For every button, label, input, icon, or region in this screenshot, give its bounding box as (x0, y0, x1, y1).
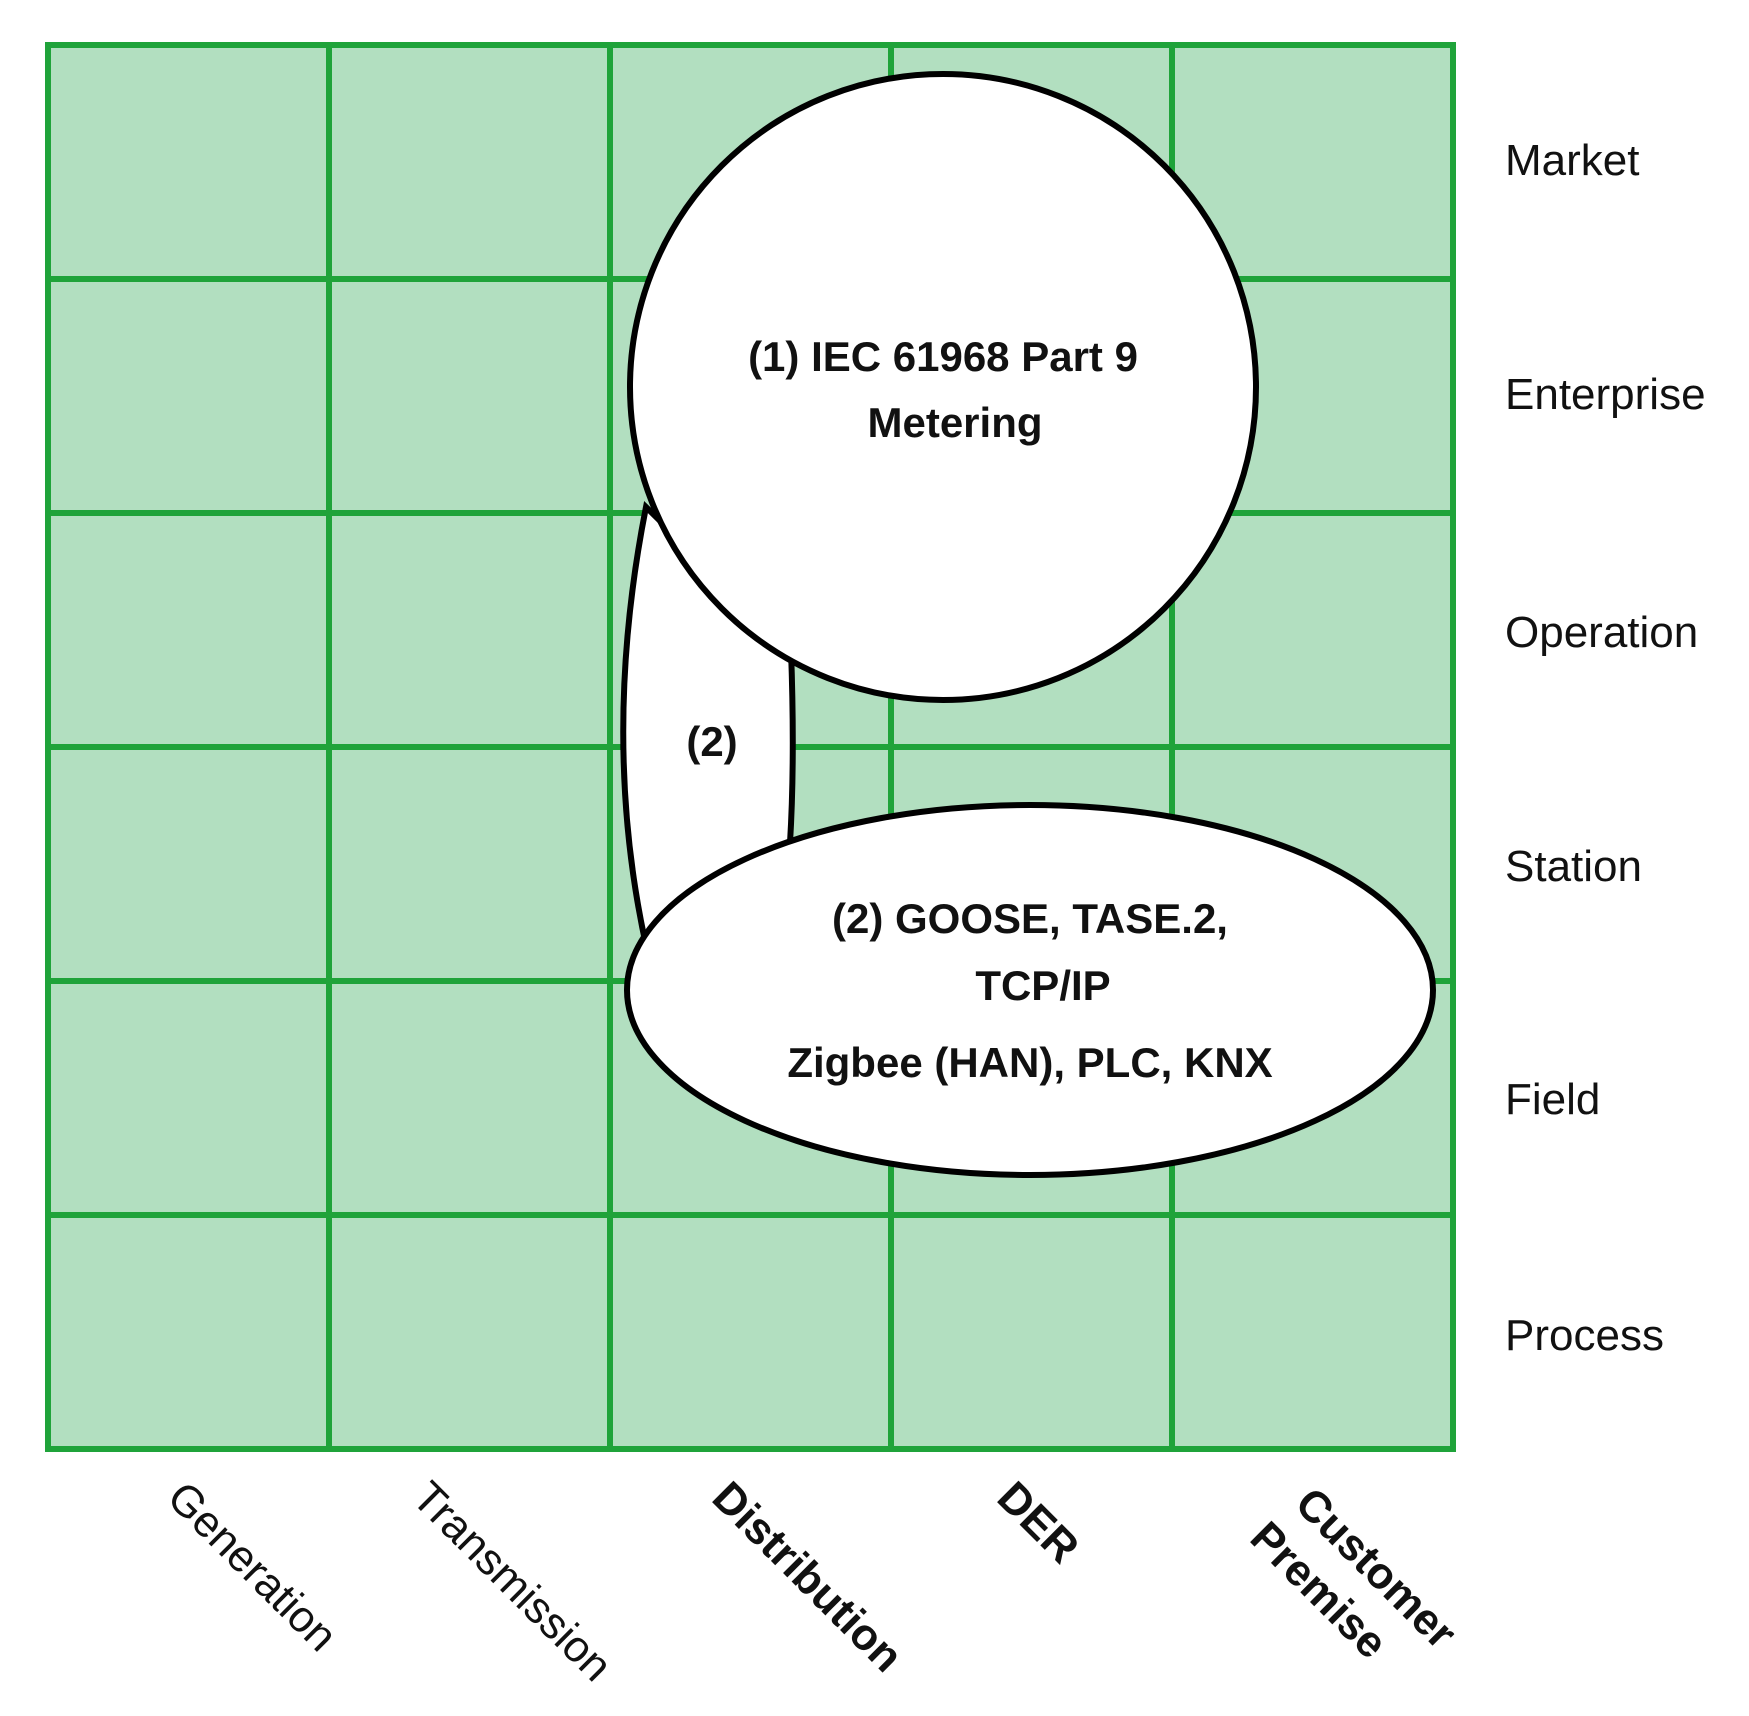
cell-field-generation (45, 978, 332, 1218)
circle-line-1: (1) IEC 61968 Part 9 (748, 333, 1138, 380)
zone-label-process: Process (1505, 1311, 1664, 1360)
zone-label-enterprise: Enterprise (1505, 370, 1706, 419)
ellipse-line-2: TCP/IP (975, 962, 1110, 1009)
zone-label-field: Field (1505, 1075, 1600, 1124)
protocols-ellipse (624, 802, 1436, 1178)
domain-label-der: DER (988, 1472, 1088, 1572)
ellipse-line-1: (2) GOOSE, TASE.2, (832, 895, 1228, 942)
zone-labels: Market Enterprise Operation Station Fiel… (1505, 136, 1706, 1360)
domain-label-transmission: Transmission (403, 1472, 621, 1690)
cell-station-generation (45, 744, 332, 984)
cell-process-generation (45, 1212, 332, 1452)
cell-process-transmission (326, 1212, 613, 1452)
cell-field-transmission (326, 978, 613, 1218)
zone-label-market: Market (1505, 136, 1639, 185)
cell-enterprise-generation (45, 276, 332, 516)
domain-labels: Generation Transmission Distribution DER… (158, 1472, 1466, 1690)
cell-process-distribution (607, 1212, 894, 1452)
cell-market-generation (45, 42, 332, 282)
zone-label-station: Station (1505, 842, 1642, 891)
circle-line-2: Metering (867, 399, 1042, 446)
domain-label-distribution: Distribution (703, 1472, 912, 1681)
cell-operation-transmission (326, 510, 613, 750)
cell-process-der (888, 1212, 1175, 1452)
cell-market-transmission (326, 42, 613, 282)
cell-enterprise-transmission (326, 276, 613, 516)
connector-label: (2) (686, 718, 737, 765)
zone-label-operation: Operation (1505, 608, 1698, 657)
cell-operation-generation (45, 510, 332, 750)
cell-process-customer-premise (1169, 1212, 1456, 1452)
metering-circle (627, 71, 1259, 703)
cell-station-transmission (326, 744, 613, 984)
domain-label-generation: Generation (158, 1472, 347, 1661)
ellipse-line-3: Zigbee (HAN), PLC, KNX (787, 1039, 1272, 1086)
